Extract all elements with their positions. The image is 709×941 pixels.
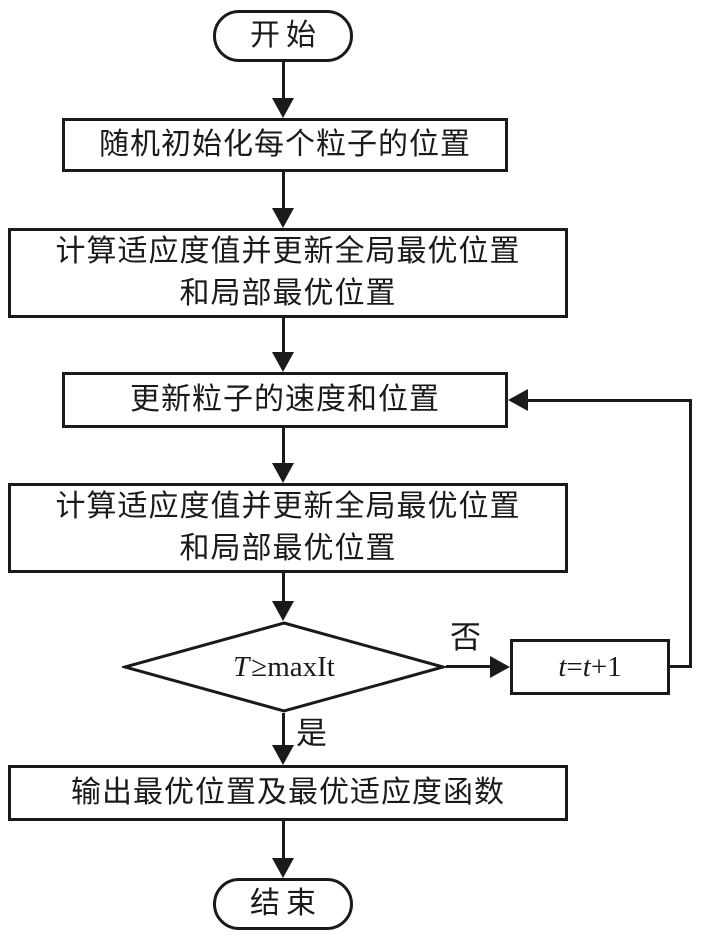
increment-lhs: t — [558, 650, 567, 683]
edge-decision-output-arrowhead — [272, 745, 294, 765]
node-init: 随机初始化每个粒子的位置 — [62, 118, 508, 172]
edge-decision-output-line — [282, 713, 285, 745]
node-end-label: 结束 — [250, 887, 322, 920]
node-update-label: 更新粒子的速度和位置 — [130, 383, 440, 416]
edge-decision-increment-line — [446, 665, 490, 668]
edge-start-init-line — [282, 62, 285, 100]
edge-fitness2-decision-line — [282, 573, 285, 601]
edge-update-fitness2-line — [282, 428, 285, 463]
edge-init-fitness1-line — [282, 172, 285, 208]
node-output: 输出最优位置及最优适应度函数 — [8, 765, 568, 821]
decision-condition: ≥maxIt — [251, 650, 335, 683]
edge-increment-update-line-top — [528, 399, 692, 402]
node-fitness1: 计算适应度值并更新全局最优位置 和局部最优位置 — [8, 228, 568, 318]
edge-start-init-arrowhead — [272, 98, 294, 118]
edge-label-yes: 是 — [296, 716, 327, 751]
edge-decision-increment-arrowhead — [490, 656, 510, 678]
edge-increment-update-line-vertical — [689, 399, 692, 668]
increment-plus-one: +1 — [590, 650, 622, 683]
node-increment: t=t+1 — [510, 639, 670, 695]
edge-increment-update-arrowhead — [508, 389, 528, 411]
edge-label-no: 否 — [450, 620, 481, 655]
edge-increment-update-line-bottom — [670, 665, 692, 668]
node-fitness1-line1: 计算适应度值并更新全局最优位置 — [55, 235, 521, 268]
node-fitness2: 计算适应度值并更新全局最优位置 和局部最优位置 — [8, 483, 568, 573]
node-start: 开始 — [213, 10, 353, 62]
node-end: 结束 — [213, 878, 353, 930]
increment-rhs: t — [582, 650, 591, 683]
decision-diamond-shape — [122, 621, 446, 713]
node-output-label: 输出最优位置及最优适应度函数 — [71, 776, 505, 809]
node-fitness2-line1: 计算适应度值并更新全局最优位置 — [55, 490, 521, 523]
node-decision-label: T ≥maxIt — [122, 621, 446, 713]
node-decision: T ≥maxIt — [122, 621, 446, 713]
node-fitness1-line2: 和局部最优位置 — [179, 277, 397, 310]
node-fitness2-line2: 和局部最优位置 — [179, 532, 397, 565]
edge-output-end-line — [282, 821, 285, 858]
node-init-label: 随机初始化每个粒子的位置 — [99, 128, 471, 161]
edge-init-fitness1-arrowhead — [272, 208, 294, 228]
edge-fitness1-update-line — [282, 318, 285, 352]
decision-variable: T — [233, 650, 250, 683]
node-start-label: 开始 — [250, 19, 322, 52]
edge-update-fitness2-arrowhead — [272, 463, 294, 483]
node-increment-label: t=t+1 — [558, 647, 621, 688]
edge-output-end-arrowhead — [272, 858, 294, 878]
edge-fitness2-decision-arrowhead — [272, 601, 294, 621]
edge-fitness1-update-arrowhead — [272, 352, 294, 372]
node-update: 更新粒子的速度和位置 — [62, 372, 508, 428]
increment-equals: = — [566, 650, 583, 683]
